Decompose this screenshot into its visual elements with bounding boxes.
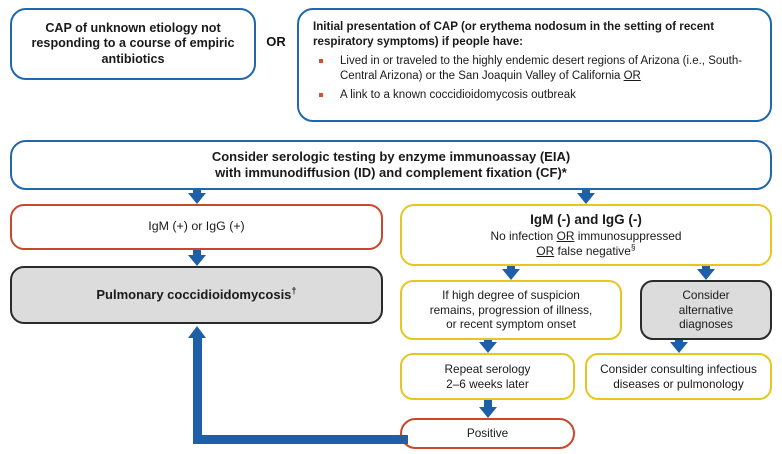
list-item: A link to a known coccidioidomycosis out…	[313, 88, 758, 103]
pulmonary-coccidioidomycosis-label: Pulmonary coccidioidomycosis†	[96, 285, 297, 303]
list-item: Lived in or traveled to the highly endem…	[313, 54, 758, 84]
negative-serology-title: IgM (-) and IgG (-)	[530, 211, 642, 227]
negative-serology-line1: No infection OR immunosuppressed	[490, 229, 682, 244]
arrow-eia-to-negative	[577, 190, 595, 204]
connector-positive-to-pulmonary	[188, 326, 408, 444]
pulmonary-coccidioidomycosis-box: Pulmonary coccidioidomycosis†	[10, 266, 383, 324]
bullet-text: A link to a known coccidioidomycosis out…	[340, 89, 576, 101]
arrowhead-up-icon	[188, 326, 206, 338]
entry-criterion-bullet-list: Lived in or traveled to the highly endem…	[313, 54, 758, 107]
bullet-icon	[319, 93, 323, 97]
entry-criterion-cap-label: CAP of unknown etiology not responding t…	[31, 20, 235, 66]
arrow-negative-to-alternative	[697, 266, 715, 280]
entry-criterion-heading: Initial presentation of CAP (or erythema…	[313, 20, 715, 49]
consider-serologic-testing-label: Consider serologic testing by enzyme imm…	[211, 149, 571, 180]
bullet-icon	[319, 59, 323, 64]
connector-vertical-segment	[193, 337, 202, 444]
arrow-repeat-to-positive	[479, 400, 497, 418]
positive-result-label: Positive	[466, 426, 509, 441]
positive-result-box: Positive	[400, 418, 575, 449]
entry-criterion-cap-nonresponding: CAP of unknown etiology not responding t…	[10, 8, 256, 80]
arrow-suspicion-to-consult	[670, 340, 688, 353]
bullet-text: Lived in or traveled to the highly endem…	[340, 55, 743, 83]
positive-serology-box: IgM (+) or IgG (+)	[10, 204, 383, 250]
arrow-eia-to-positive	[188, 190, 206, 204]
entry-criterion-initial-presentation: Initial presentation of CAP (or erythema…	[297, 8, 772, 122]
arrow-suspicion-to-repeat	[479, 340, 497, 353]
positive-serology-label: IgM (+) or IgG (+)	[148, 219, 245, 234]
or-connector-label: OR	[266, 34, 286, 49]
consider-serologic-testing-box: Consider serologic testing by enzyme imm…	[10, 140, 772, 190]
arrow-negative-to-suspicion	[502, 266, 520, 280]
negative-serology-box: IgM (-) and IgG (-) No infection OR immu…	[400, 204, 772, 266]
negative-serology-line2: OR false negative§	[536, 241, 636, 258]
connector-horizontal-segment	[193, 435, 408, 444]
arrow-positive-to-pulmonary	[188, 250, 206, 266]
